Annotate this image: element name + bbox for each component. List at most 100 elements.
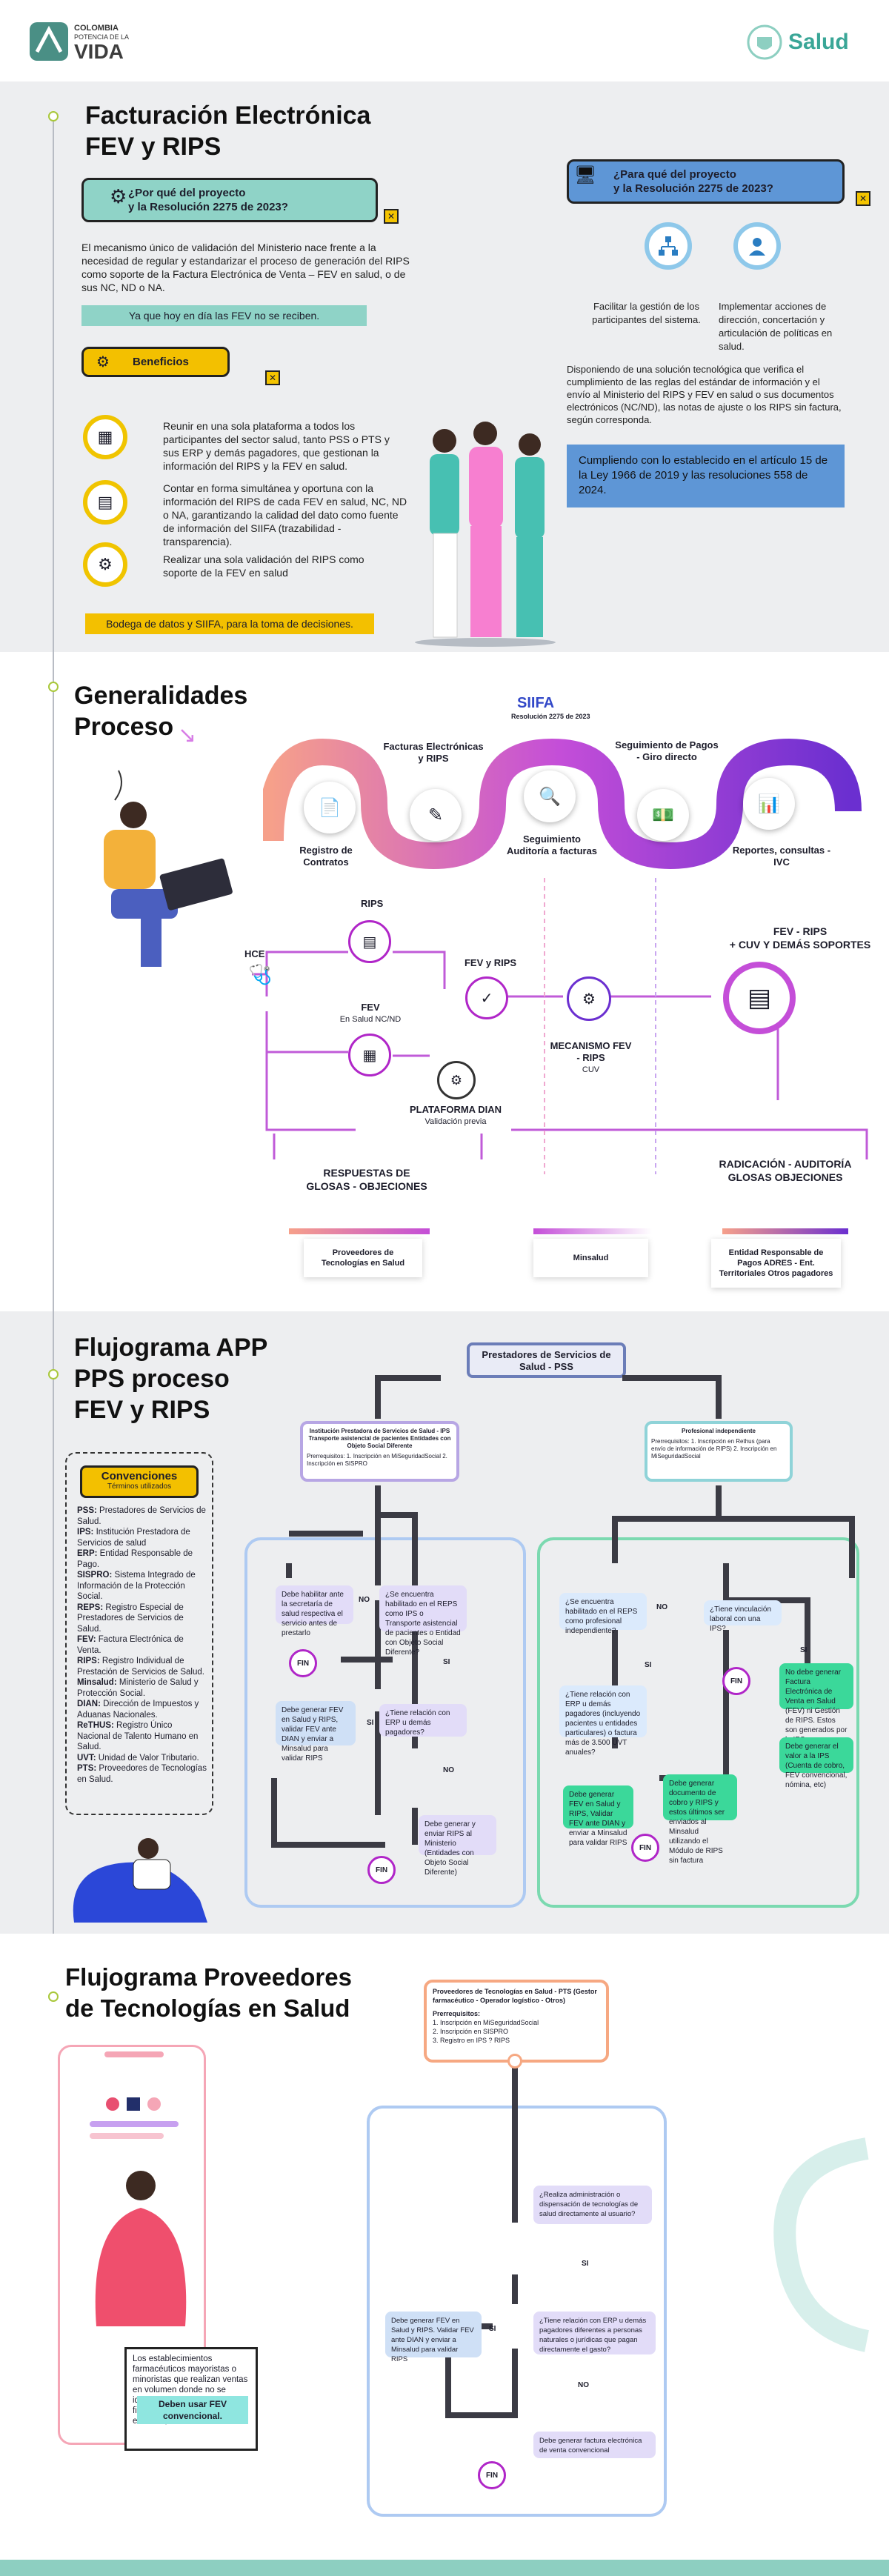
convention-definition: Registro Especial de Prestadores de Serv… — [77, 1602, 184, 1634]
convention-item: PTS: Proveedores de Tecnologías en Salud… — [77, 1763, 207, 1785]
fev-title: FEV — [361, 1002, 380, 1013]
process-wave — [257, 730, 863, 878]
logo-text: COLOMBIA POTENCIA DE LA VIDA — [74, 24, 129, 62]
prof-question-3: ¿Tiene relación con ERP u demás pagadore… — [559, 1685, 647, 1757]
ips-answer-2: Debe generar FEV en Salud y RIPS, valida… — [276, 1701, 356, 1763]
convention-definition: Registro Único Nacional de Talento Human… — [77, 1721, 199, 1751]
fev-rips-icon: ✓ — [465, 976, 508, 1019]
pts-question-2: ¿Tiene relación con ERP u demás pagadore… — [533, 2312, 656, 2354]
ips-answer-1: Debe habilitar ante la secretaría de sal… — [276, 1585, 353, 1637]
dian-subtitle: Validación previa — [424, 1117, 487, 1126]
section1-title: Facturación Electrónica FEV y RIPS — [85, 100, 370, 162]
timeline-line — [53, 111, 54, 1934]
convention-term: PTS: — [77, 1764, 97, 1773]
ips-box: Institución Prestadora de Servicios de S… — [300, 1421, 459, 1482]
footer-bar — [0, 2560, 889, 2576]
convention-definition: Registro Individual de Prestación de Ser… — [77, 1657, 204, 1677]
step-4-label: Seguimiento de Pagos - Giro directo — [615, 739, 719, 762]
close-icon: ✕ — [265, 370, 280, 385]
pts-flow-lines — [367, 2060, 678, 2475]
siifa-label: SIIFA — [517, 695, 555, 711]
pts-answer-2: Debe generar factura electrónica de vent… — [533, 2432, 656, 2458]
convention-term: UVT: — [77, 1753, 96, 1763]
arrow-icon: ↘ — [178, 723, 197, 748]
conventions-list: PSS: Prestadores de Servicios de Salud.I… — [77, 1505, 207, 1785]
purpose-question-box: ¿Para qué del proyecto y la Resolución 2… — [567, 159, 845, 204]
ips-question-2: ¿Tiene relación con ERP u demás pagadore… — [379, 1704, 467, 1737]
woman-phone-illustration — [81, 2163, 193, 2326]
logo-line2: POTENCIA DE LA — [74, 33, 130, 41]
person-laptop-illustration — [81, 763, 252, 978]
pts-prereq-2: 2. Inscripción en SISPRO — [433, 2028, 509, 2035]
section4-title-line1: Flujograma Proveedores — [65, 1963, 352, 1991]
purpose-question-line2: y la Resolución 2275 de 2023? — [613, 182, 773, 195]
prof-answer-3: Debe generar documento de cobro y RIPS y… — [663, 1774, 737, 1865]
conventions-title: Convenciones — [101, 1470, 178, 1482]
dian-icon: ⚙ — [437, 1061, 476, 1099]
ips-prereq: Prerrequisitos: 1. Inscripción en MiSegu… — [307, 1453, 447, 1467]
mecanismo-subtitle: CUV — [582, 1065, 600, 1074]
convention-definition: Entidad Responsable de Pago. — [77, 1549, 193, 1569]
pss-box: Prestadores de Servicios de Salud - PSS — [467, 1342, 626, 1378]
document-gear-icon: ⚙ — [110, 185, 127, 207]
benefits-title-box: Beneficios — [81, 347, 230, 377]
section3-title-line2: PPS proceso — [74, 1365, 230, 1393]
section2-title-line1: Generalidades — [74, 682, 248, 710]
si-label: SI — [800, 1646, 808, 1654]
section4-title-line2: de Tecnologías en Salud — [65, 1994, 350, 2022]
convention-term: ERP: — [77, 1549, 98, 1558]
si-label: SI — [367, 1719, 374, 1727]
convention-term: ReTHUS: — [77, 1721, 114, 1730]
fin-node: FIN — [367, 1856, 396, 1884]
colombia-logo-icon — [30, 22, 68, 61]
final-label-line1: FEV - RIPS — [773, 925, 828, 937]
documents-icon: ▤ — [723, 962, 796, 1034]
card-bar-1 — [289, 1228, 430, 1234]
pts-prereq-title: Prerrequisitos: — [433, 2010, 481, 2017]
convention-definition: Factura Electrónica de Venta. — [77, 1635, 184, 1655]
purpose-question-line1: ¿Para qué del proyecto — [613, 168, 736, 181]
no-label: NO — [578, 2381, 589, 2389]
retail-note-banner: Deben usar FEV convencional. — [137, 2396, 248, 2424]
convention-item: SISPRO: Sistema Integrado de Información… — [77, 1570, 207, 1602]
conventions-subtitle: Términos utilizados — [107, 1482, 172, 1491]
prof-answer-1: No debe generar Factura Electrónica de V… — [779, 1663, 853, 1744]
conventions-title-box: Convenciones Términos utilizados — [80, 1465, 199, 1498]
pts-box-title: Proveedores de Tecnologías en Salud - PT… — [433, 1988, 597, 2004]
why-body-text: El mecanismo único de validación del Min… — [81, 242, 410, 293]
section2-title-line2: Proceso — [74, 713, 174, 741]
convention-term: IPS: — [77, 1528, 94, 1537]
step-1-label: Registro de Contratos — [299, 845, 353, 868]
benefit-3-text: Realizar una sola validación del RIPS co… — [163, 553, 364, 579]
si-label: SI — [443, 1658, 450, 1666]
no-label: NO — [443, 1766, 454, 1774]
section1-title-line1: Facturación Electrónica — [85, 101, 371, 130]
report-icon: 📊 — [743, 778, 795, 830]
pts-answer-1: Debe generar FEV en Salud y RIPS. Valida… — [385, 2312, 482, 2363]
purpose-banner: Cumpliendo con lo establecido en el artí… — [567, 445, 845, 507]
convention-definition: Unidad de Valor Tributario. — [96, 1753, 199, 1763]
convention-term: REPS: — [77, 1602, 104, 1612]
app-flow-lines — [244, 1363, 859, 1911]
benefit-1-text: Reunir en una sola plataforma a todos lo… — [163, 420, 390, 472]
convention-definition: Prestadores de Servicios de Salud. — [77, 1506, 206, 1526]
convention-item: REPS: Registro Especial de Prestadores d… — [77, 1602, 207, 1635]
convention-definition: Dirección de Impuestos y Aduanas Naciona… — [77, 1700, 199, 1720]
convention-term: FEV: — [77, 1635, 96, 1644]
hce-label: HCE — [244, 948, 265, 959]
fin-node: FIN — [722, 1667, 750, 1695]
section3-title: Flujograma APP PPS proceso FEV y RIPS — [74, 1332, 267, 1425]
logo-line3: VIDA — [74, 40, 124, 63]
card-bar-3 — [722, 1228, 848, 1234]
convention-item: FEV: Factura Electrónica de Venta. — [77, 1634, 207, 1656]
prof-box: Profesional independiente Prerrequisitos… — [645, 1421, 793, 1482]
monitor-icon: 🖥 — [574, 165, 597, 185]
ministry-name: Salud — [788, 30, 849, 54]
no-label: NO — [656, 1603, 667, 1611]
ips-answer-3: Debe generar y enviar RIPS al Ministerio… — [419, 1815, 496, 1877]
si-label: SI — [582, 2260, 589, 2268]
fin-node: FIN — [289, 1649, 317, 1677]
final-label: FEV - RIPS+ CUV Y DEMÁS SOPORTES — [711, 925, 889, 951]
